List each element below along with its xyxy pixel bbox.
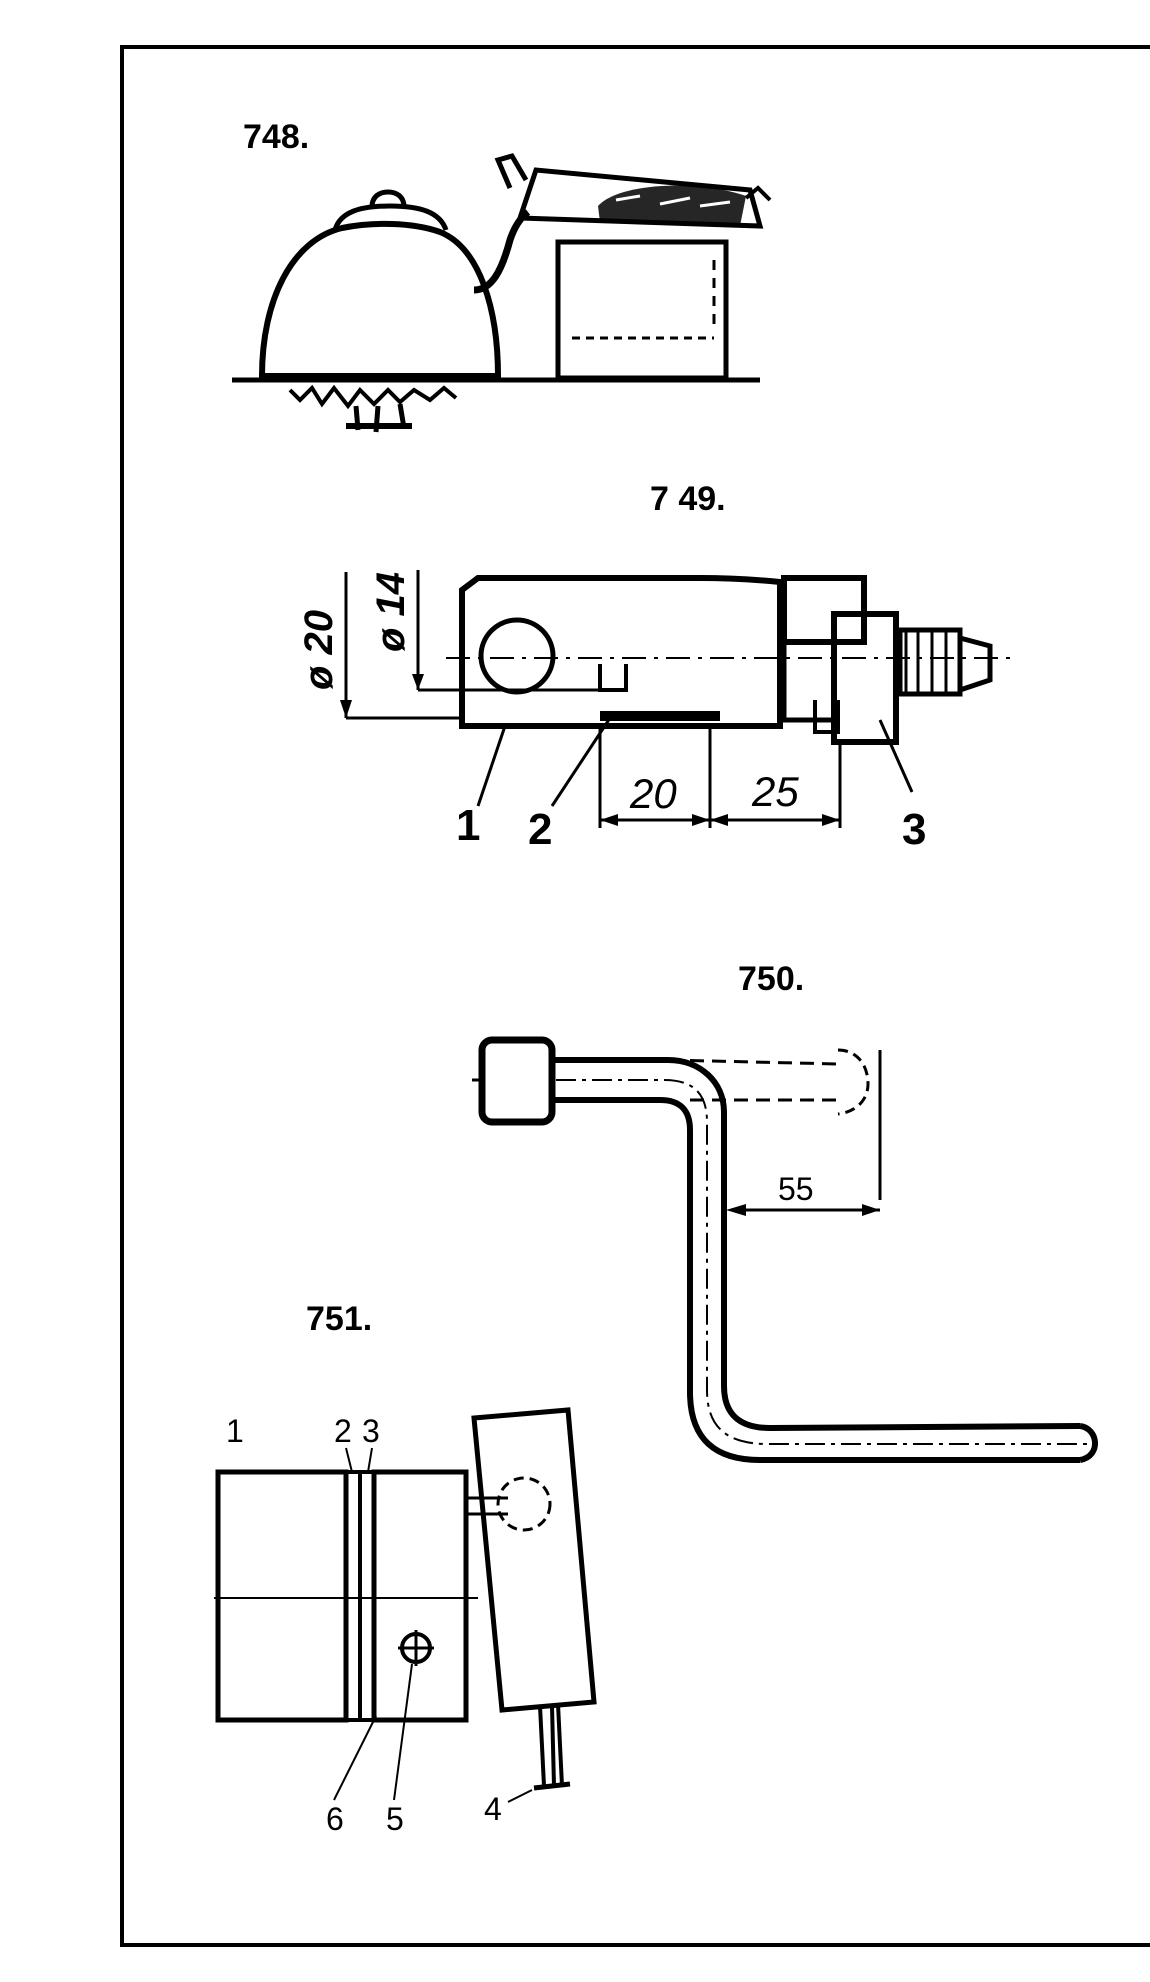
part-749-label-3: 3 [902,805,926,854]
part-751-label-3: 3 [362,1413,380,1449]
part-751-label-6: 6 [326,1801,344,1837]
figure-748-number: 748. [243,118,309,156]
dim-750-55: 55 [778,1171,814,1207]
part-751-label-5: 5 [386,1801,404,1837]
figure-750-number: 750. [738,960,804,998]
part-751-label-2: 2 [334,1413,352,1449]
page-frame [120,45,1150,1947]
figure-748: 748. [232,118,772,433]
figure-749: 7 49. ø 20 ø 14 20 [297,480,1014,854]
dim-749-dia-outer: ø 20 [297,610,341,690]
figure-751: 751. 1 2 3 4 5 6 [214,1300,597,1837]
figure-750: 750. 55 [472,960,1098,1463]
figure-751-number: 751. [306,1300,372,1338]
part-751-label-1: 1 [226,1413,244,1449]
part-749-label-1: 1 [456,801,480,850]
part-749-label-2: 2 [528,805,552,854]
figure-749-number: 7 49. [650,480,726,518]
dim-749-dia-inner: ø 14 [369,572,413,652]
dim-749-len-b: 25 [751,768,799,815]
part-751-label-4: 4 [484,1791,502,1827]
part-749-hole [478,617,556,695]
dim-749-len-a: 20 [629,770,677,817]
